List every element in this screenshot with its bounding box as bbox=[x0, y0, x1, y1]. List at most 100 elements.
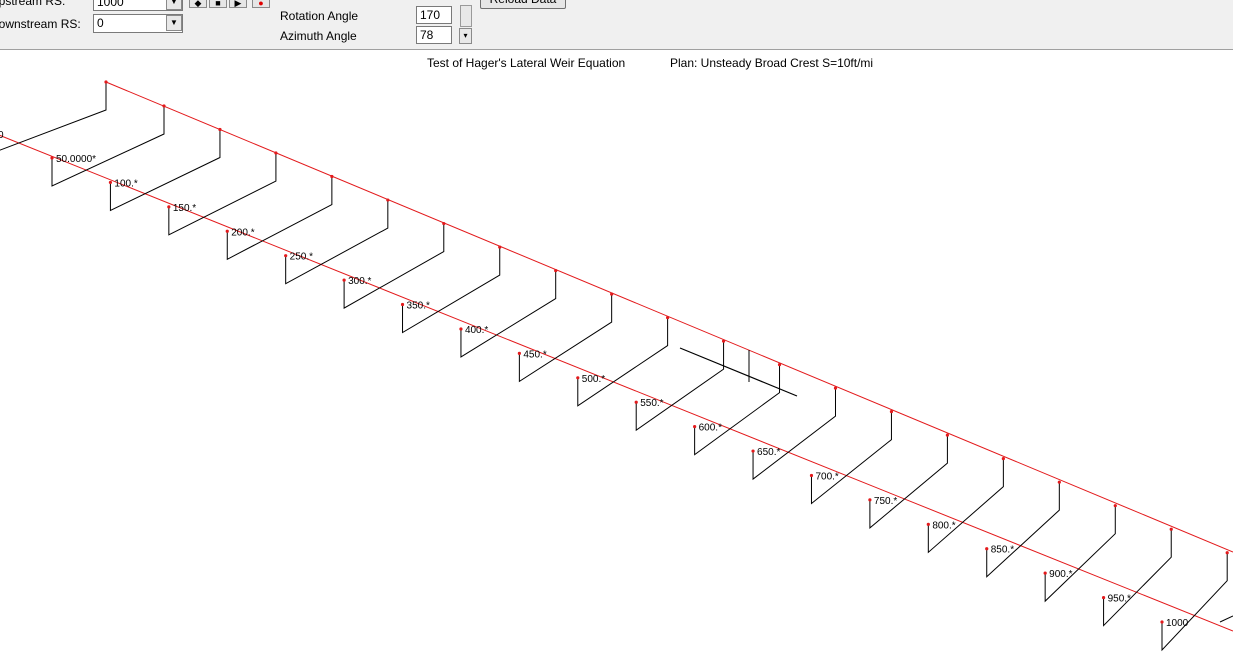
cross-section-label: 700.* bbox=[815, 471, 838, 482]
stop-button[interactable]: ■ bbox=[209, 0, 227, 8]
cross-section-label: 100.* bbox=[114, 178, 137, 189]
azimuth-angle-input[interactable]: 78 bbox=[416, 26, 452, 44]
section-vertex bbox=[459, 327, 463, 331]
azimuth-spin-down-icon[interactable]: ▾ bbox=[459, 28, 472, 44]
rotation-angle-label: Rotation Angle bbox=[280, 9, 359, 23]
cross-section-line bbox=[343, 223, 445, 309]
section-vertex bbox=[342, 278, 346, 282]
cross-section-label: 550.* bbox=[640, 398, 663, 409]
section-vertex bbox=[576, 376, 580, 380]
section-vertex bbox=[442, 221, 446, 226]
cross-section-line bbox=[0, 82, 107, 151]
cross-section-line bbox=[810, 411, 892, 505]
down-arrow-button[interactable]: ◆ bbox=[189, 0, 207, 8]
cross-section-line bbox=[109, 129, 221, 212]
section-vertex bbox=[1113, 504, 1117, 508]
section-vertex bbox=[868, 498, 872, 502]
section-vertex bbox=[693, 425, 697, 429]
cross-section-label: 50.0000* bbox=[56, 154, 96, 165]
cross-section-line bbox=[51, 106, 165, 187]
section-vertex bbox=[1169, 527, 1173, 531]
section-vertex bbox=[225, 229, 229, 233]
section-vertex bbox=[1057, 480, 1061, 484]
cross-section-line bbox=[460, 270, 557, 358]
section-vertex bbox=[610, 292, 614, 296]
rotation-slider[interactable] bbox=[460, 5, 472, 27]
cross-section-line bbox=[752, 388, 836, 481]
cross-section-label: 0 bbox=[0, 130, 4, 141]
section-vertex bbox=[985, 547, 989, 551]
section-vertex bbox=[751, 449, 755, 453]
section-vertex bbox=[284, 254, 288, 258]
section-vertex bbox=[926, 522, 930, 526]
section-vertex bbox=[1225, 551, 1229, 555]
section-vertex bbox=[218, 127, 222, 132]
azimuth-angle-label: Azimuth Angle bbox=[280, 29, 357, 43]
section-vertex bbox=[498, 245, 502, 249]
upstream-rs-label: Upstream RS: bbox=[0, 0, 66, 8]
section-vertex bbox=[104, 80, 108, 84]
record-button[interactable]: ● bbox=[252, 0, 270, 8]
cross-section-line bbox=[635, 341, 725, 432]
cross-section-label: 950.* bbox=[1108, 594, 1131, 605]
section-vertex bbox=[1160, 620, 1164, 624]
downstream-rs-dropdown-button[interactable]: ▼ bbox=[166, 15, 182, 31]
section-vertex bbox=[330, 174, 334, 179]
cross-section-label: 1000 bbox=[1166, 618, 1189, 629]
cross-section-line bbox=[1044, 505, 1116, 603]
section-vertex bbox=[400, 302, 405, 307]
section-vertex bbox=[167, 205, 171, 209]
cross-section-line bbox=[869, 435, 948, 529]
upstream-rs-select[interactable]: 1000 bbox=[93, 0, 183, 11]
lateral-weir-line bbox=[679, 347, 798, 397]
cross-section-line bbox=[518, 294, 613, 383]
cross-section-line bbox=[168, 153, 277, 236]
section-vertex bbox=[1101, 595, 1106, 600]
section-vertex bbox=[162, 104, 166, 108]
project-title: Test of Hager's Lateral Weir Equation bbox=[427, 56, 626, 70]
cross-section-label: 450.* bbox=[523, 349, 546, 360]
downstream-rs-label: Downstream RS: bbox=[0, 17, 81, 31]
cross-section-label: 200.* bbox=[231, 227, 254, 238]
rotation-angle-input[interactable]: 170 bbox=[416, 6, 452, 24]
edge-section-line bbox=[1219, 615, 1233, 623]
xs-3d-plot: 050.0000*100.*150.*200.*250.*300.*350.*4… bbox=[0, 80, 1233, 652]
bank-line bbox=[105, 81, 1233, 553]
cross-section-line bbox=[694, 364, 781, 456]
cross-section-line bbox=[927, 458, 1004, 554]
cross-section-label: 750.* bbox=[874, 496, 897, 507]
cross-section-label: 400.* bbox=[465, 325, 488, 336]
reload-data-button[interactable]: Reload Data bbox=[480, 0, 566, 9]
section-vertex bbox=[666, 315, 670, 320]
cross-section-label: 600.* bbox=[699, 423, 722, 434]
section-vertex bbox=[809, 473, 814, 478]
section-vertex bbox=[274, 151, 278, 155]
cross-section-label: 300.* bbox=[348, 276, 371, 287]
cross-section-line bbox=[1103, 529, 1172, 627]
section-vertex bbox=[721, 339, 726, 343]
section-vertex bbox=[833, 386, 838, 390]
section-vertex bbox=[386, 198, 390, 202]
play-button[interactable]: ▶ bbox=[229, 0, 247, 8]
cross-section-label: 150.* bbox=[173, 203, 196, 214]
cross-section-line bbox=[402, 247, 501, 334]
cross-section-label: 900.* bbox=[1049, 569, 1072, 580]
section-vertex bbox=[945, 433, 950, 437]
downstream-rs-select[interactable]: 0 bbox=[93, 14, 183, 33]
cross-section-label: 350.* bbox=[407, 301, 430, 312]
section-vertex bbox=[50, 156, 54, 160]
upstream-rs-dropdown-button[interactable]: ▼ bbox=[166, 0, 182, 10]
plan-title: Plan: Unsteady Broad Crest S=10ft/mi bbox=[670, 56, 874, 70]
cross-section-label: 800.* bbox=[932, 520, 955, 531]
cross-section-line bbox=[285, 200, 389, 285]
section-vertex bbox=[889, 410, 894, 414]
section-vertex bbox=[1001, 457, 1005, 461]
section-vertex bbox=[1043, 571, 1047, 575]
cross-section-line bbox=[1161, 552, 1228, 652]
cross-section-line bbox=[986, 482, 1060, 578]
toolbar: Upstream RS: 1000 ▼ Downstream RS: 0 ▼ ◆… bbox=[0, 0, 1233, 50]
section-vertex bbox=[777, 363, 782, 367]
cross-section-label: 850.* bbox=[991, 545, 1014, 556]
cross-section-label: 650.* bbox=[757, 447, 780, 458]
cross-section-label: 500.* bbox=[582, 374, 605, 385]
